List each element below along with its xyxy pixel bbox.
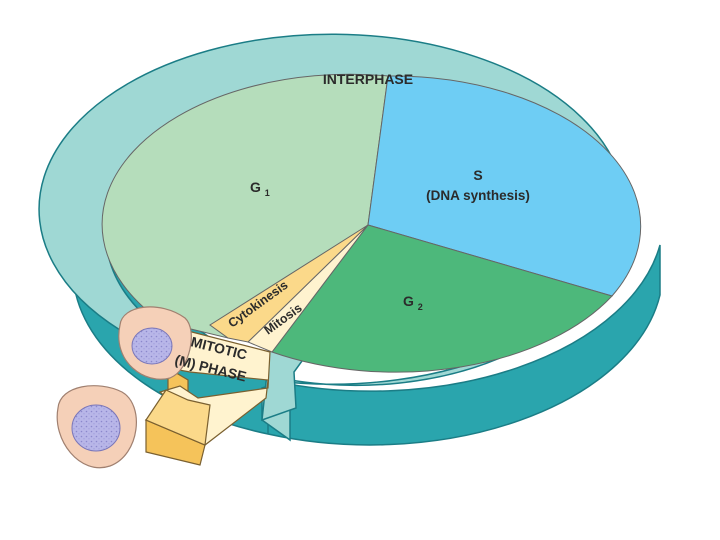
g1-sector bbox=[101, 73, 389, 339]
g2-label: G 2 bbox=[403, 293, 423, 312]
g2-sector bbox=[271, 224, 613, 373]
g2-label-subscript: 2 bbox=[418, 302, 423, 312]
interphase-title: INTERPHASE bbox=[323, 71, 413, 87]
s-sector bbox=[367, 75, 642, 297]
mitotic-arrow-head bbox=[145, 389, 211, 446]
interphase-ring-side bbox=[72, 236, 661, 446]
g1-label-main: G bbox=[250, 179, 261, 195]
dividing-cell-top bbox=[118, 306, 192, 380]
g1-label-subscript: 1 bbox=[265, 188, 270, 198]
s-sublabel: (DNA synthesis) bbox=[426, 188, 530, 203]
g2-label-main: G bbox=[403, 293, 414, 309]
cytokinesis-sector bbox=[209, 224, 369, 343]
g1-label: G 1 bbox=[250, 179, 270, 198]
daughter-cell-bottom bbox=[56, 385, 137, 469]
s-label: S bbox=[473, 167, 482, 183]
